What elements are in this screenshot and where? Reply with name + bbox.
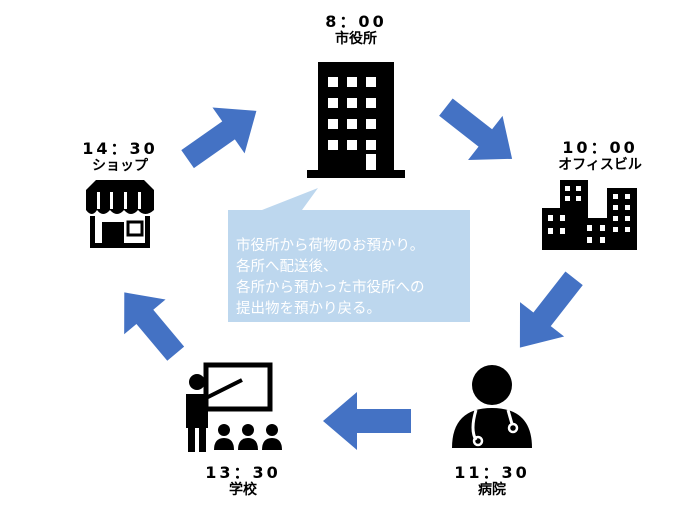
node-place: ショップ: [92, 158, 148, 175]
arrow-shop-to-city-hall: [181, 107, 257, 169]
callout-bubble: [228, 188, 470, 322]
node-place: 市役所: [335, 31, 377, 48]
callout-line: 各所へ配送後、: [236, 259, 338, 275]
callout-text: 市役所から荷物のお預かり。 各所へ配送後、 各所から預かった市役所への 提出物を…: [236, 236, 476, 320]
arrow-city-hall-to-office: [439, 98, 513, 160]
node-school: 13：30 学校: [188, 463, 298, 499]
callout-line: 提出物を預かり戻る。: [236, 301, 381, 317]
shop-awning-icon: [86, 180, 154, 248]
node-time: 10：00: [562, 138, 638, 157]
doctor-icon: [452, 365, 532, 448]
arrow-office-to-hospital: [519, 271, 583, 348]
city-buildings-icon: [542, 180, 637, 250]
node-shop: 14：30 ショップ: [68, 139, 172, 175]
arrow-hospital-to-school: [323, 392, 411, 450]
office-building-icon: [307, 62, 405, 178]
arrow-school-to-shop: [124, 292, 185, 361]
node-place: 学校: [229, 482, 257, 499]
callout-line: 市役所から荷物のお預かり。: [236, 238, 425, 254]
teacher-classroom-icon: [186, 362, 282, 452]
node-time: 8：00: [325, 12, 387, 31]
node-time: 11：30: [454, 463, 530, 482]
node-place: 病院: [478, 482, 506, 499]
node-city-hall: 8：00 市役所: [306, 12, 406, 48]
node-time: 14：30: [82, 139, 158, 158]
node-time: 13：30: [205, 463, 281, 482]
node-hospital: 11：30 病院: [442, 463, 542, 499]
route-arrows: [124, 98, 583, 450]
callout-line: 各所から預かった市役所への: [236, 280, 425, 296]
node-place: オフィスビル: [558, 157, 642, 174]
node-office-building: 10：00 オフィスビル: [540, 138, 660, 174]
